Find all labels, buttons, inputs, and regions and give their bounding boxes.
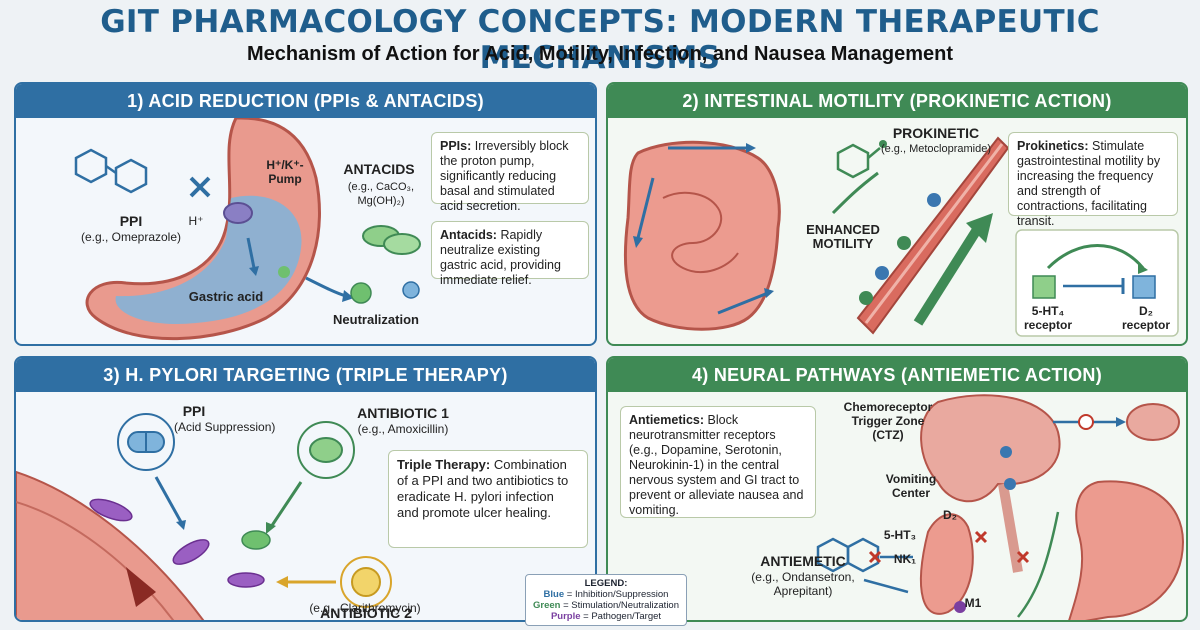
ppis-info-box: PPIs: Irreversibly block the proton pump…: [431, 132, 589, 213]
panel-acid-reduction: 1) ACID REDUCTION (PPIs & ANTACIDS): [14, 82, 597, 346]
triple-therapy-info-box: Triple Therapy: Combination of a PPI and…: [388, 450, 588, 548]
antiemetics-info-box: Antiemetics: Block neurotransmitter rece…: [620, 406, 816, 518]
legend-green: Green = Stimulation/Neutralization: [532, 600, 679, 611]
stomach-icon: [1068, 480, 1185, 620]
legend-purple: Purple = Pathogen/Target: [550, 611, 662, 622]
gastric-acid-label: Gastric acid: [188, 289, 264, 304]
ppis-text: Irreversibly block the proton pump, sign…: [440, 139, 569, 213]
antibiotic2-icon: [340, 556, 392, 608]
antibiotic1-example: (e.g., Amoxicillin): [357, 422, 449, 436]
receptor2-label: D₂ receptor: [1121, 304, 1171, 332]
bacterium-icon: [89, 498, 133, 522]
prokinetics-text: Stimulate gastrointestinal motility by i…: [1017, 139, 1161, 228]
antibiotic2-example-outer: (e.g., Clarithromycin): [309, 601, 421, 615]
antacids-info-box: Antacids: Rapidly neutralize existing ga…: [431, 221, 589, 287]
ht3-label: 5-HT₃: [883, 528, 917, 542]
legend: LEGEND: Blue = Inhibition/Suppression Gr…: [525, 574, 687, 626]
nk1-label: NK₁: [893, 552, 917, 566]
ppi-label: PPI: [119, 213, 143, 229]
antiemetics-text: Block neurotransmitter receptors (e.g., …: [629, 413, 804, 517]
antacids-term: Antacids:: [440, 228, 497, 242]
enhanced-motility-label: ENHANCED MOTILITY: [806, 222, 880, 251]
panel-h-pylori: 3) H. PYLORI TARGETING (TRIPLE THERAPY): [14, 356, 597, 622]
page-subtitle: Mechanism of Action for Acid, Motility, …: [246, 43, 953, 65]
ppi-molecule-icon: [74, 148, 148, 194]
antibiotic2-label: ANTIBIOTIC 2: [320, 605, 412, 621]
proton-pump-icon: [223, 202, 253, 224]
triple-text: Combination of a PPI and two antibiotics…: [397, 457, 569, 520]
panel-neural-pathways: 4) NEURAL PATHWAYS (ANTIEMETIC ACTION): [606, 356, 1188, 622]
panel-heading: 4) NEURAL PATHWAYS (ANTIEMETIC ACTION): [608, 358, 1186, 392]
ppi-label: PPI: [182, 403, 206, 419]
prokinetic-example: (e.g., Metoclopramide): [880, 143, 992, 155]
prokinetic-label: PROKINETIC: [892, 125, 980, 141]
h-pylori-illustration: [16, 413, 392, 620]
panel-intestinal-motility: 2) INTESTINAL MOTILITY (PROKINETIC ACTIO…: [606, 82, 1188, 346]
m1-label: M1: [964, 596, 982, 610]
page-title: GIT PHARMACOLOGY CONCEPTS: MODERN THERAP…: [100, 4, 1100, 76]
prokinetics-term: Prokinetics:: [1017, 139, 1089, 153]
d2-label: D₂: [943, 508, 957, 522]
prokinetics-info-box: Prokinetics: Stimulate gastrointestinal …: [1008, 132, 1178, 228]
ppi-example: (e.g., Omeprazole): [80, 230, 182, 244]
receptor-diagram-box: [1015, 229, 1179, 337]
pump-label: H⁺/K⁺-Pump: [266, 158, 304, 186]
legend-blue: Blue = Inhibition/Suppression: [543, 589, 669, 600]
antiemetic-illustration: [816, 394, 1185, 620]
antibiotic1-label: ANTIBIOTIC 1: [357, 405, 449, 421]
acid-reduction-illustration: [74, 118, 421, 341]
block-x-icon: [189, 176, 211, 198]
ctz-label: Chemoreceptor Trigger Zone (CTZ): [843, 400, 933, 442]
panel-heading: 2) INTESTINAL MOTILITY (PROKINETIC ACTIO…: [608, 84, 1186, 118]
receptor-icon: [927, 193, 941, 207]
prokinetic-molecule-icon: [836, 140, 887, 179]
antiemetic-example: (e.g., Ondansetron, Aprepitant): [751, 570, 855, 598]
triple-term: Triple Therapy:: [397, 457, 491, 472]
legend-title: LEGEND:: [584, 578, 628, 589]
antacids-label: ANTACIDS: [343, 161, 415, 177]
antiemetics-term: Antiemetics:: [629, 413, 705, 427]
brain-icon: [1126, 403, 1180, 441]
motility-illustration: [623, 136, 1179, 337]
antibiotic1-icon: [297, 421, 355, 479]
receptor1-label: 5-HT₄ receptor: [1023, 304, 1073, 332]
panel-heading: 1) ACID REDUCTION (PPIs & ANTACIDS): [16, 84, 595, 118]
ppis-term: PPIs:: [440, 139, 472, 153]
ppi-capsule-icon: [117, 413, 175, 471]
neutralization-label: Neutralization: [333, 312, 419, 327]
antacids-text: Rapidly neutralize existing gastric acid…: [440, 228, 561, 287]
panel-heading: 3) H. PYLORI TARGETING (TRIPLE THERAPY): [16, 358, 595, 392]
vomiting-center-label: Vomiting Center: [885, 472, 937, 500]
h-ion-label: H⁺: [188, 214, 204, 228]
ppi-note: (Acid Suppression): [174, 420, 276, 434]
antacids-example: (e.g., CaCO₃, Mg(OH)₂): [347, 181, 415, 207]
antiemetic-label: ANTIEMETIC: [760, 553, 846, 569]
neutral-molecule-icon: [350, 282, 372, 304]
antiemetic-molecule-icon: [816, 537, 880, 573]
